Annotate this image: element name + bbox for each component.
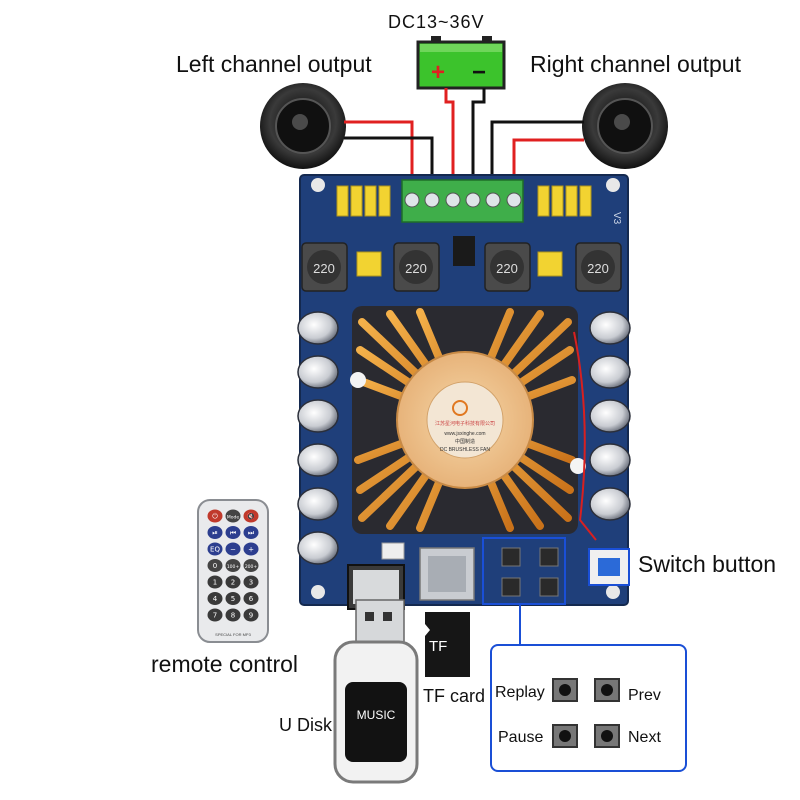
fan-wire — [573, 331, 597, 541]
remote-key-label: 🔇 — [247, 512, 256, 521]
inductor — [301, 242, 348, 292]
remote-key — [225, 559, 241, 572]
remote-key — [225, 509, 241, 523]
fan-origin-text: 中国制造 — [455, 438, 475, 445]
film-capacitors — [336, 185, 592, 277]
pause-button — [552, 724, 578, 748]
remote-key — [243, 526, 259, 539]
prev-button — [594, 678, 620, 702]
right-speaker — [582, 83, 668, 169]
remote-key-label: ⏯ — [212, 529, 218, 537]
remote-keypad: ⏻ Mode 🔇 ⏯ ⏮ ⏭ EQ − +0 100+ 200+ 1 2 3 4 5 6 7 8 9 — [207, 509, 259, 622]
remote-key — [207, 608, 223, 622]
remote-key-label: Mode — [227, 515, 239, 521]
pause-label: Pause — [498, 729, 544, 746]
remote-key — [225, 592, 241, 605]
remote-key — [207, 542, 223, 556]
remote-key-label: + — [248, 546, 254, 554]
remote-footer-text: SPECIAL FOR MP3 — [215, 632, 251, 637]
remote-key — [225, 526, 241, 539]
inductor-value: 220 — [405, 261, 427, 276]
inductor-value: 220 — [587, 261, 609, 276]
right-channel-label: Right channel output — [530, 51, 741, 77]
left-speaker — [260, 83, 346, 169]
remote-key-label: − — [230, 546, 236, 554]
remote-key-label: 1 — [213, 579, 217, 587]
next-button — [594, 724, 620, 748]
remote-key — [243, 592, 259, 605]
board-buttons — [501, 547, 559, 597]
udisk-label: U Disk — [279, 715, 332, 735]
remote-key-label: 2 — [231, 579, 235, 587]
remote-key-label: 100+ — [227, 564, 240, 570]
tf-card-text: TF — [429, 638, 447, 655]
remote-key — [243, 542, 259, 556]
tf-card-label: TF card — [423, 686, 486, 706]
tf-card — [425, 612, 470, 677]
remote-key — [207, 526, 223, 539]
inductor-value: 220 — [496, 261, 518, 276]
remote-key-label: 4 — [213, 595, 218, 603]
remote-control-label: remote control — [151, 651, 299, 677]
remote-key-label: 6 — [249, 595, 254, 603]
dc-power-battery — [416, 36, 506, 90]
remote-key — [225, 575, 241, 589]
button-group-highlight — [482, 537, 566, 605]
voltage-label: DC13~36V — [388, 12, 485, 32]
remote-key — [207, 575, 223, 589]
remote-key-label: 9 — [249, 612, 253, 620]
remote-key-label: 0 — [213, 562, 217, 570]
remote-key-label: ⏻ — [212, 513, 218, 521]
board-version: V3 — [611, 212, 622, 225]
fan-model-text: DC BRUSHLESS FAN — [440, 447, 490, 453]
left-channel-label: Left channel output — [176, 51, 372, 77]
wires — [344, 88, 584, 183]
remote-key-label: 8 — [231, 612, 235, 620]
remote-key — [225, 608, 241, 622]
inductors: 220 220 220 220 — [301, 242, 622, 292]
remote-key — [243, 559, 259, 572]
remote-key-label: ⏭ — [248, 529, 255, 537]
regulator-chip — [453, 236, 475, 266]
remote-key — [207, 592, 223, 605]
remote-key-label: 7 — [213, 612, 217, 620]
remote-key — [207, 559, 223, 572]
fan-maker-text: 江苏星河电子科技有限公司 — [435, 420, 495, 427]
battery-plus-sign: + — [431, 59, 445, 86]
inductor — [575, 242, 622, 292]
remote-key-label: 200+ — [245, 564, 258, 570]
replay-label: Replay — [495, 684, 545, 701]
prev-label: Prev — [628, 687, 661, 704]
fan-connector — [381, 542, 405, 560]
buttons-callout-panel — [490, 644, 687, 772]
fan-url-text: www.jsxinghe.com — [444, 431, 485, 437]
electrolytic-capacitors — [297, 311, 631, 565]
switch-button-label: Switch button — [638, 551, 777, 577]
replay-button — [552, 678, 578, 702]
terminal-block — [401, 179, 524, 223]
remote-key — [243, 608, 259, 622]
remote-key-label: 3 — [249, 579, 253, 587]
remote-key-label: 5 — [231, 595, 235, 603]
inductor-value: 220 — [313, 261, 335, 276]
usb-flash-drive — [333, 599, 419, 784]
remote-key — [243, 575, 259, 589]
udisk-screen-text: MUSIC — [357, 708, 396, 722]
remote-key — [207, 509, 223, 523]
remote-key-label: ⏮ — [230, 529, 236, 537]
remote-key-label: EQ — [210, 546, 220, 554]
inductor — [393, 242, 440, 292]
next-label: Next — [628, 729, 661, 746]
battery-minus-sign: − — [472, 59, 486, 86]
remote-key — [225, 542, 241, 556]
heatsink: 江苏星河电子科技有限公司 www.jsxinghe.com 中国制造 DC BR… — [350, 306, 586, 534]
remote-key — [243, 509, 259, 523]
inductor — [484, 242, 531, 292]
